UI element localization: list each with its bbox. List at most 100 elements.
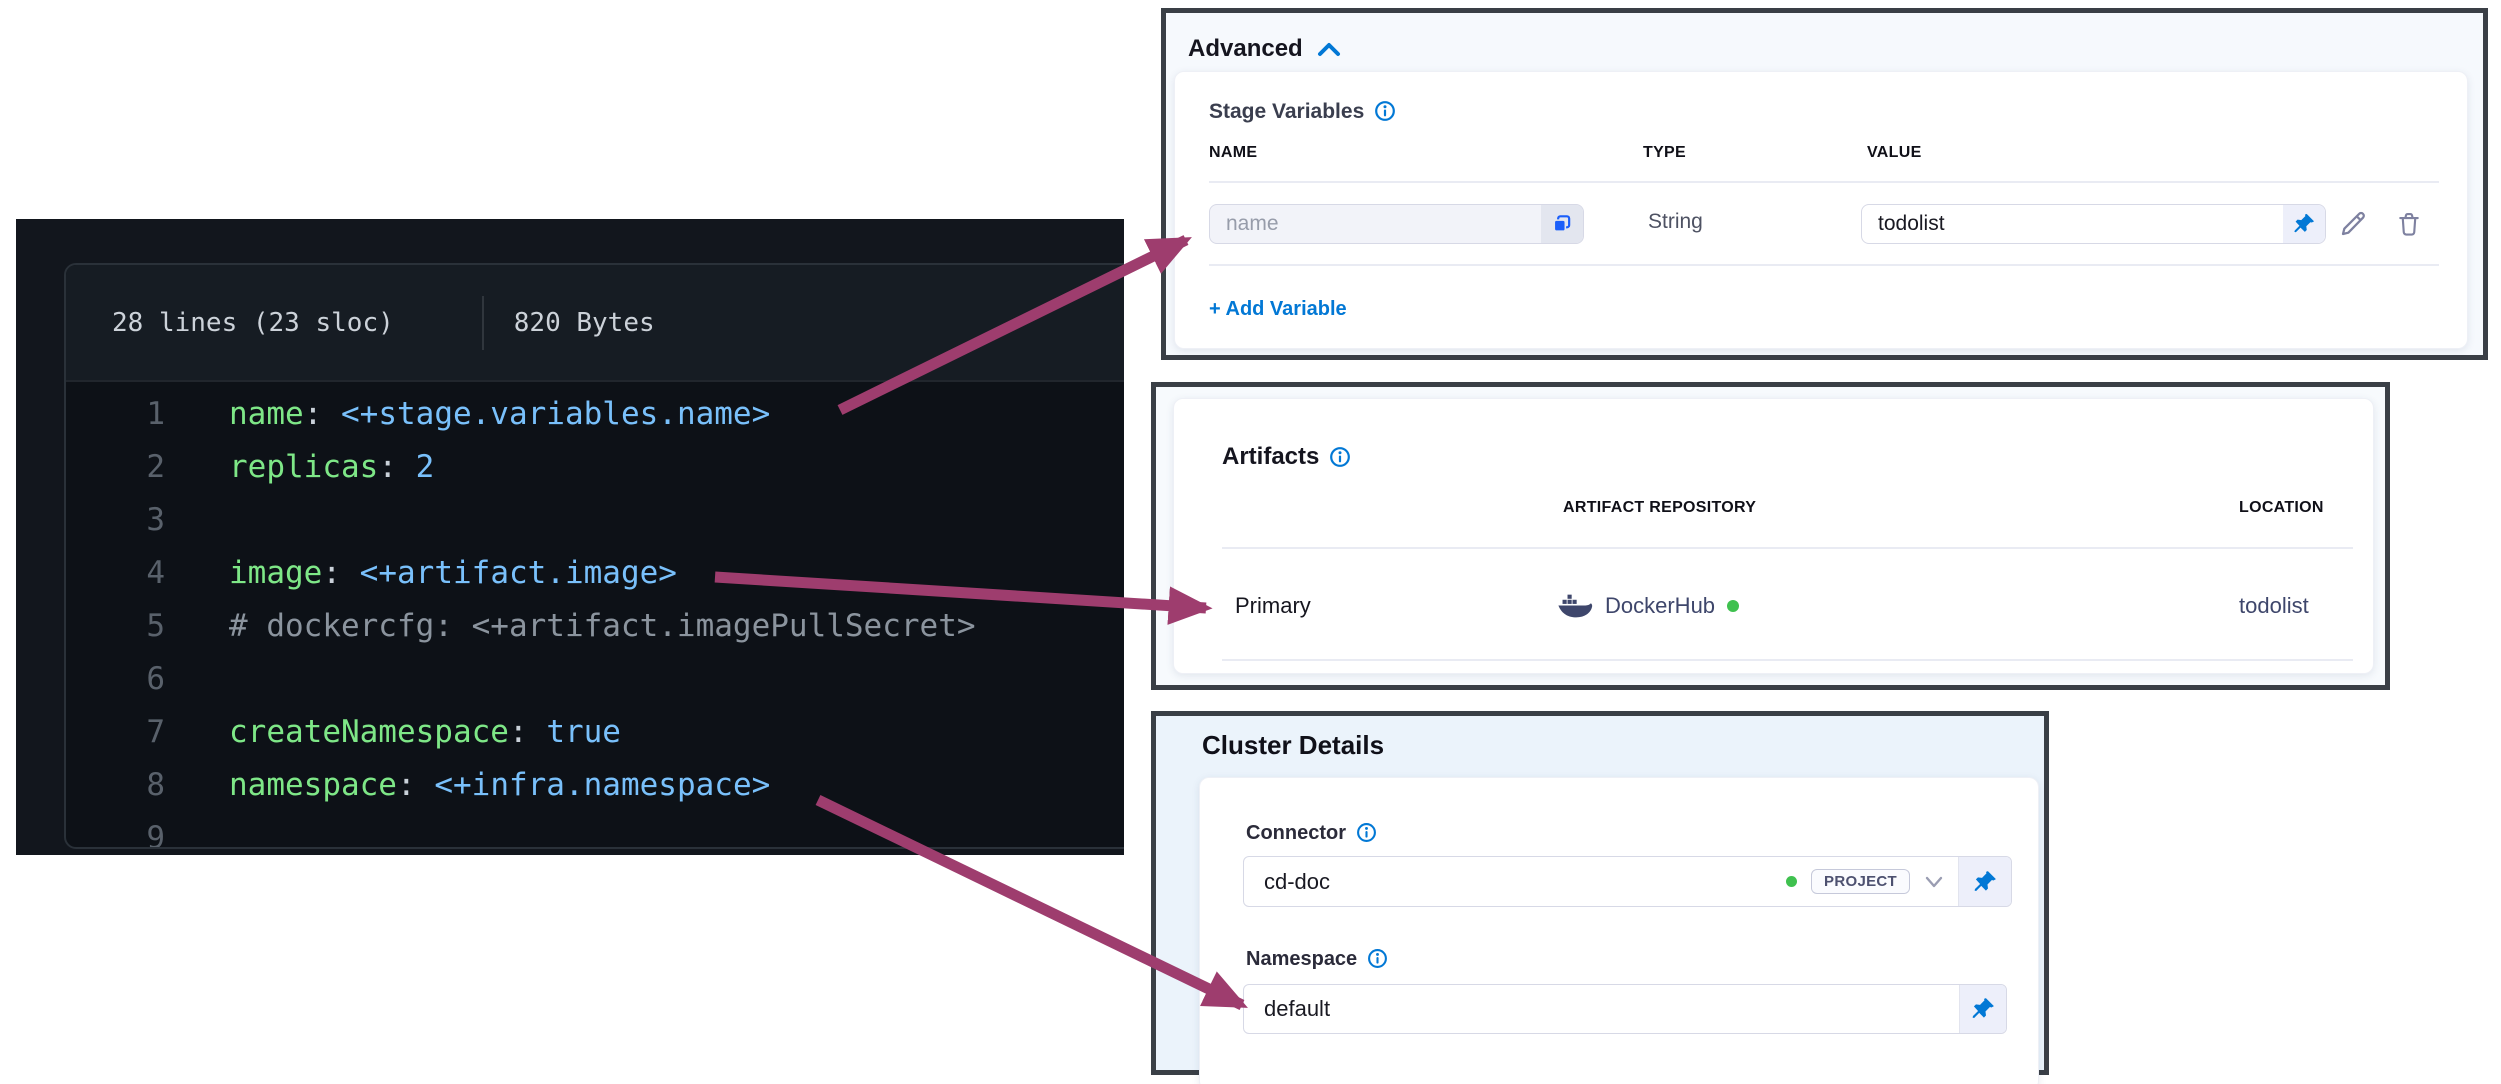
line-number: 5 <box>146 608 165 644</box>
artifact-location: todolist <box>2239 593 2309 618</box>
code-viewer-panel: 28 lines (23 sloc) 820 Bytes 1 name: <+s… <box>16 219 1124 855</box>
line-number: 4 <box>146 555 165 591</box>
pin-connector-button[interactable] <box>1958 857 2011 906</box>
connector-scope-badge[interactable]: PROJECT <box>1811 869 1910 894</box>
code-line: 7 createNamespace: true <box>66 706 1124 759</box>
advanced-section-toggle[interactable]: Advanced <box>1188 35 1341 63</box>
line-number: 2 <box>146 449 165 485</box>
yaml-key: name <box>229 396 304 432</box>
yaml-value: 2 <box>415 449 435 485</box>
pin-icon <box>1972 998 1994 1018</box>
yaml-colon: : <box>303 396 323 432</box>
artifact-repository-cell[interactable]: DockerHub <box>1557 593 1740 619</box>
column-header-name: NAME <box>1209 144 1258 161</box>
pin-value-button[interactable] <box>2283 205 2325 243</box>
row-divider <box>1222 659 2353 661</box>
file-lines-info: 28 lines (23 sloc) <box>112 307 394 338</box>
code-line: 6 <box>66 653 1124 706</box>
column-header-artifact-repository: ARTIFACT REPOSITORY <box>1563 499 1757 516</box>
namespace-field <box>1243 984 2007 1034</box>
yaml-colon: : <box>322 555 341 591</box>
artifact-label: Primary <box>1235 593 1311 618</box>
pencil-icon <box>2341 211 2365 236</box>
stage-variables-label: Stage Variables <box>1209 100 1396 124</box>
column-header-type: TYPE <box>1643 144 1686 161</box>
copy-name-button[interactable] <box>1541 205 1583 243</box>
line-number: 8 <box>146 767 165 803</box>
line-number: 1 <box>146 396 165 432</box>
table-divider <box>1222 547 2353 549</box>
code-body: 1 name: <+stage.variables.name> 2 replic… <box>66 382 1124 849</box>
namespace-label: Namespace <box>1246 948 1389 971</box>
pin-icon <box>2294 213 2315 233</box>
advanced-panel: Advanced Stage Variables NAME TYPE VALUE <box>1161 8 2488 360</box>
info-icon[interactable] <box>1356 822 1378 844</box>
yaml-value: true <box>546 714 621 750</box>
yaml-value: <+stage.variables.name> <box>341 396 771 432</box>
yaml-value: <+infra.namespace> <box>434 767 771 803</box>
code-line: 5 # dockercfg: <+artifact.imagePullSecre… <box>66 600 1124 653</box>
artifact-repository-name: DockerHub <box>1605 593 1716 618</box>
stage-variables-card: Stage Variables NAME TYPE VALUE String <box>1174 71 2468 349</box>
code-line: 4 image: <+artifact.image> <box>66 547 1124 600</box>
yaml-colon: : <box>508 714 528 750</box>
connector-status-dot <box>1786 876 1798 887</box>
yaml-comment: # dockercfg: <+artifact.imagePullSecret> <box>229 608 976 644</box>
header-divider <box>481 295 484 350</box>
chevron-up-icon <box>1317 42 1340 56</box>
variable-type: String <box>1648 210 1703 233</box>
pin-namespace-button[interactable] <box>1959 985 2006 1033</box>
yaml-key: replicas <box>229 449 379 485</box>
yaml-colon: : <box>378 449 397 485</box>
trash-icon <box>2399 212 2419 236</box>
line-number: 6 <box>146 661 165 697</box>
docker-whale-icon <box>1558 594 1593 618</box>
edit-variable-button[interactable] <box>2335 206 2371 242</box>
delete-variable-button[interactable] <box>2391 206 2427 242</box>
code-line: 1 name: <+stage.variables.name> <box>66 388 1124 441</box>
connector-field: PROJECT <box>1243 856 2012 907</box>
line-number: 7 <box>146 714 165 750</box>
line-number: 9 <box>146 820 165 849</box>
connector-label: Connector <box>1246 822 1378 845</box>
pin-icon <box>1974 870 1996 891</box>
advanced-title: Advanced <box>1188 35 1303 62</box>
yaml-colon: : <box>396 767 416 803</box>
status-dot <box>1727 600 1740 612</box>
table-divider <box>1209 181 2439 183</box>
namespace-input[interactable] <box>1244 985 1959 1033</box>
code-line: 8 namespace: <+infra.namespace> <box>66 759 1124 812</box>
cluster-details-panel: Cluster Details Connector PROJECT <box>1151 711 2049 1084</box>
line-number: 3 <box>146 502 165 538</box>
file-card: 28 lines (23 sloc) 820 Bytes 1 name: <+s… <box>64 263 1124 849</box>
file-size-info: 820 Bytes <box>513 307 655 338</box>
copy-icon <box>1553 215 1571 232</box>
yaml-key: namespace <box>229 767 397 803</box>
artifacts-title: Artifacts <box>1222 443 1351 471</box>
chevron-down-icon[interactable] <box>1924 875 1944 889</box>
artifacts-panel: Artifacts ARTIFACT REPOSITORY LOCATION P… <box>1151 382 2390 690</box>
variable-value-field <box>1861 204 2326 244</box>
column-header-value: VALUE <box>1867 144 1922 161</box>
artifact-row: Primary DockerHub todolist <box>1174 582 2373 630</box>
add-variable-link[interactable]: + Add Variable <box>1209 298 1347 320</box>
code-line: 3 <box>66 494 1124 547</box>
artifacts-card: Artifacts ARTIFACT REPOSITORY LOCATION P… <box>1173 398 2374 674</box>
info-icon[interactable] <box>1367 948 1389 970</box>
connector-input[interactable] <box>1244 857 1787 906</box>
code-line: 9 <box>66 812 1124 849</box>
yaml-key: createNamespace <box>229 714 509 750</box>
cluster-details-card: Connector PROJECT Namespace <box>1199 777 2039 1084</box>
code-line: 2 replicas: 2 <box>66 441 1124 494</box>
variable-name-input[interactable] <box>1210 205 1541 243</box>
file-header: 28 lines (23 sloc) 820 Bytes <box>66 265 1124 382</box>
info-icon[interactable] <box>1374 100 1396 122</box>
info-icon[interactable] <box>1329 446 1351 468</box>
variable-value-input[interactable] <box>1862 205 2283 243</box>
cluster-details-title: Cluster Details <box>1202 730 1385 760</box>
row-divider <box>1209 264 2439 266</box>
column-header-location: LOCATION <box>2239 499 2324 516</box>
yaml-value: <+artifact.image> <box>359 555 677 591</box>
variable-name-field <box>1209 204 1584 244</box>
